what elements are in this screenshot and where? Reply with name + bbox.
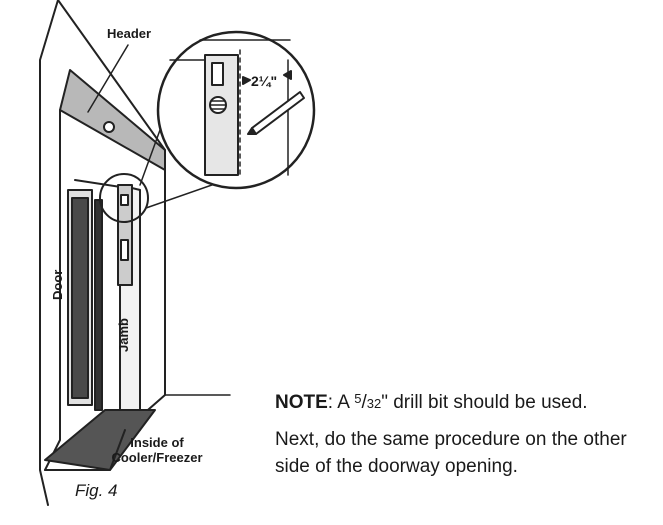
inside-label-line1: Inside of <box>130 435 184 450</box>
dimension-label: 2¼" <box>251 73 278 89</box>
header-beam <box>59 69 166 171</box>
figure-caption: Fig. 4 <box>75 481 118 500</box>
note-prefix: : A <box>327 392 355 413</box>
note-slash: / <box>361 392 367 413</box>
note-denominator: 32 <box>366 396 382 411</box>
pencil <box>251 91 305 135</box>
inside-label-line2: Cooler/Freezer <box>111 450 203 465</box>
detail-callout-circle <box>99 173 149 223</box>
inside-cooler-label: Inside of Cooler/Freezer <box>107 435 207 465</box>
threshold <box>44 409 156 471</box>
note-text: NOTE: A 5/32" drill bit should be used. <box>275 387 588 415</box>
jamb-label: Jamb <box>116 318 131 352</box>
header-label: Header <box>107 26 152 41</box>
next-step-text: Next, do the same procedure on the other… <box>275 429 627 477</box>
note-suffix: " drill bit should be used. <box>381 392 588 413</box>
note-numerator: 5 <box>354 391 362 406</box>
door-label: Door <box>50 269 65 300</box>
note-bold: NOTE <box>275 392 328 413</box>
